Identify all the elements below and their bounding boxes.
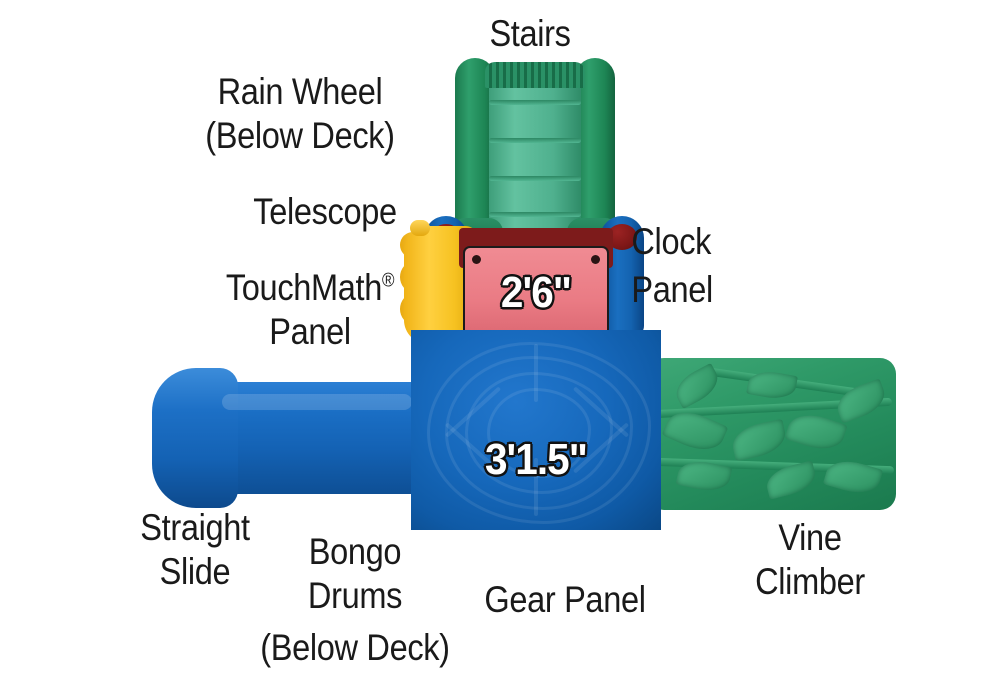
stairs-tread-area <box>489 70 581 238</box>
label-bongo-line1: Bongo <box>308 531 402 572</box>
label-vine-line1: Vine <box>778 517 842 558</box>
vine-climber-graphic <box>638 358 896 510</box>
slide-exit <box>152 368 238 508</box>
gear-ring <box>465 372 613 494</box>
registered-trademark-icon: ® <box>381 270 395 292</box>
gear-panel-graphic <box>411 330 661 530</box>
straight-slide-graphic <box>152 368 424 508</box>
label-touchmath-line2: Panel <box>269 311 351 352</box>
slide-chute <box>208 382 424 494</box>
bolt-icon <box>591 255 600 264</box>
stair-tread <box>489 176 581 181</box>
label-stairs: Stairs <box>489 13 571 54</box>
gear-ring <box>487 388 591 478</box>
vine-leaf <box>822 455 884 499</box>
stair-tread <box>489 100 581 105</box>
bolt-icon <box>472 255 481 264</box>
vine-leaf <box>729 418 789 462</box>
label-clock-line2: Panel <box>631 269 713 310</box>
label-straight-slide-line1: Straight <box>140 507 250 548</box>
label-touchmath-line1: TouchMath® <box>191 268 429 308</box>
label-touchmath-text: TouchMath <box>225 267 382 308</box>
label-vine-line2: Climber <box>755 561 865 602</box>
gear-ring <box>445 356 633 510</box>
structure-height-dimension: 3'1.5" <box>484 435 588 484</box>
stair-tread <box>489 138 581 143</box>
label-straight-slide-line2: Slide <box>159 551 231 592</box>
gear-spoke <box>534 458 538 516</box>
gear-spoke <box>534 344 538 402</box>
label-bongo-line2: Drums <box>307 575 403 616</box>
stair-tread <box>489 212 581 217</box>
gear-ring <box>427 342 651 524</box>
label-telescope: Telescope <box>253 191 397 232</box>
label-clock-line1: Clock <box>631 221 712 262</box>
stairs-top-ridges <box>485 62 585 88</box>
deck-height-dimension: 2'6" <box>500 268 572 317</box>
telescope-icon <box>410 220 430 236</box>
vine-panel <box>648 358 896 510</box>
label-bongo-line3: (Below Deck) <box>260 627 450 668</box>
stairs-graphic <box>451 58 619 252</box>
label-rain-wheel-line1: Rain Wheel <box>217 71 383 112</box>
label-gear-panel: Gear Panel <box>484 579 646 620</box>
vine-leaf <box>784 408 848 456</box>
slide-highlight <box>222 394 412 410</box>
label-rain-wheel-line2: (Below Deck) <box>205 115 395 156</box>
